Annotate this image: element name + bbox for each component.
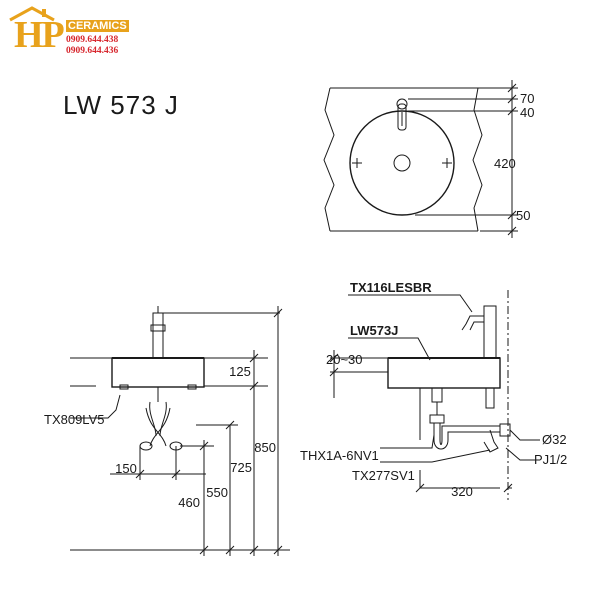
- brand-logo: HP CERAMICS 0909.644.438 0909.644.436: [6, 6, 156, 58]
- basin-side: [387, 357, 501, 389]
- front-dim-550: 550: [206, 485, 228, 500]
- label-lw573j: LW573J: [350, 323, 398, 338]
- label-tx277sv1: TX277SV1: [352, 468, 415, 483]
- basin-front: [111, 357, 205, 388]
- logo-brand: CERAMICS: [66, 20, 129, 32]
- front-dim-460: 460: [178, 495, 200, 510]
- top-view: [323, 80, 518, 238]
- logo-letters: HP: [14, 14, 65, 56]
- top-dim-70: 70: [520, 91, 534, 106]
- front-dim-725: 725: [230, 460, 252, 475]
- label-tx809lv5: TX809LV5: [44, 412, 104, 427]
- label-thx1a-6nv1: THX1A-6NV1: [300, 448, 379, 463]
- faucet-footprint: [397, 103, 407, 131]
- label-d32: Ø32: [542, 432, 567, 447]
- logo-phone-1: 0909.644.438: [66, 35, 119, 45]
- model-title: LW 573 J: [63, 90, 179, 120]
- front-dim-150: 150: [115, 461, 137, 476]
- side-dim-20-30: 20~30: [326, 352, 363, 367]
- front-view: [70, 306, 290, 556]
- logo-phone-2: 0909.644.436: [66, 46, 119, 56]
- front-dim-850: 850: [254, 440, 276, 455]
- drain-hole: [393, 154, 411, 172]
- side-dim-320: 320: [451, 484, 473, 499]
- top-dim-420: 420: [494, 156, 516, 171]
- faucet-front: [152, 312, 164, 359]
- top-dim-50: 50: [516, 208, 530, 223]
- label-pj12: PJ1/2: [534, 452, 567, 467]
- label-tx116lesbr: TX116LESBR: [350, 280, 432, 295]
- side-view: [329, 290, 540, 500]
- basin-outline: [349, 110, 455, 216]
- house-roof-icon: [9, 6, 55, 22]
- faucet-side: [483, 305, 497, 359]
- front-dim-125: 125: [229, 364, 251, 379]
- top-dim-40: 40: [520, 105, 534, 120]
